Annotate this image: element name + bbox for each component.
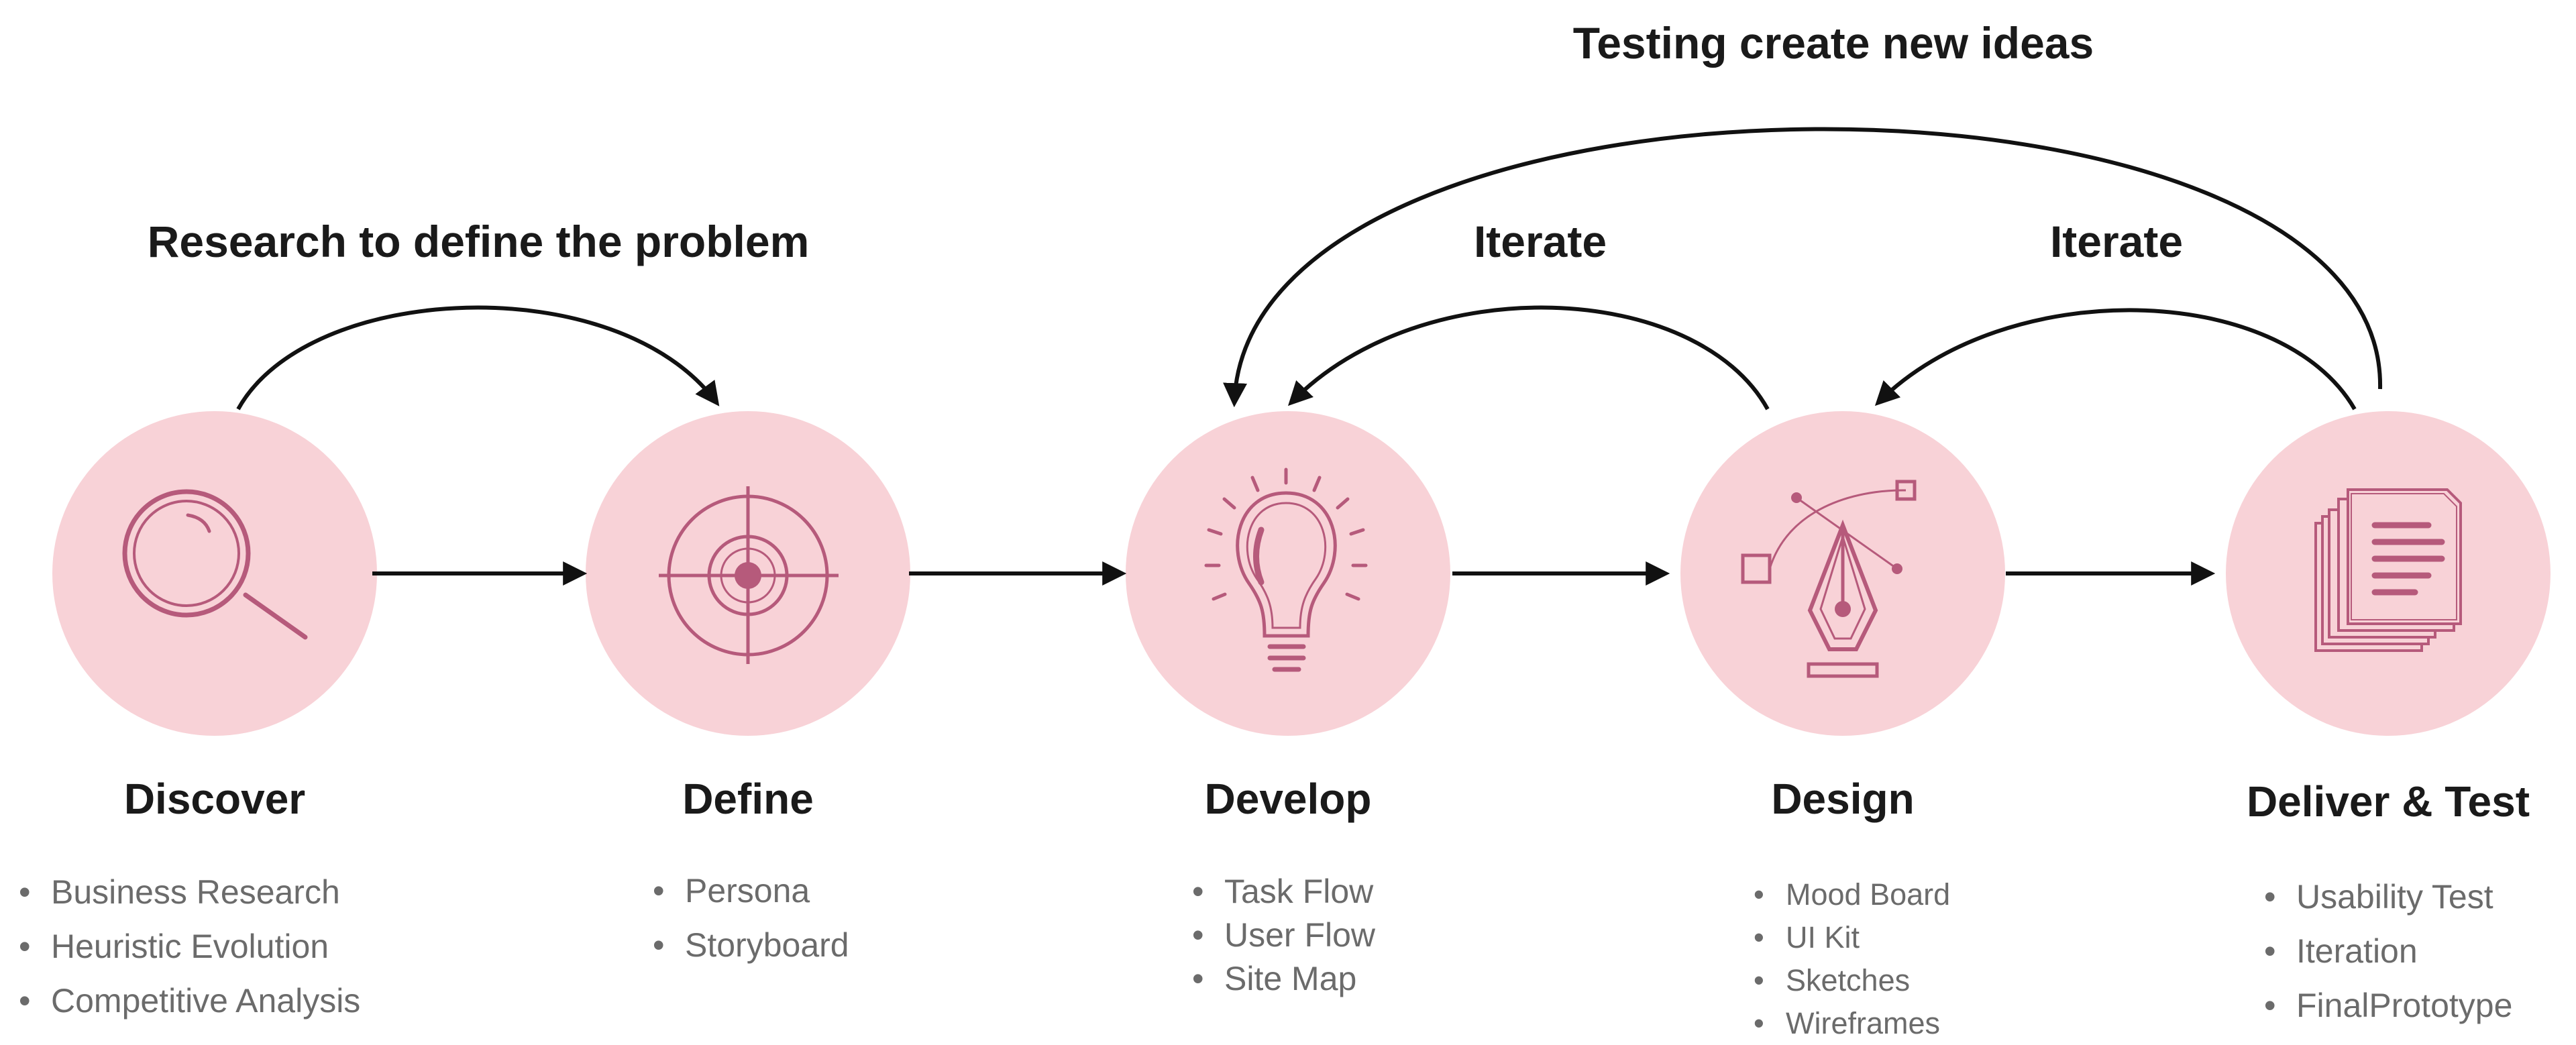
stage-title-design: Design <box>1771 775 1915 823</box>
develop-circle <box>1126 411 1450 736</box>
list-item: Site Map <box>1192 957 1375 1001</box>
pen-tool-icon <box>1741 480 1917 678</box>
develop-items: Task Flow User Flow Site Map <box>1192 870 1375 1001</box>
list-item: Task Flow <box>1192 870 1375 914</box>
list-item: Competitive Analysis <box>19 974 360 1028</box>
testing-label: Testing create new ideas <box>1572 18 2094 68</box>
feedback-arrows <box>236 127 2383 410</box>
list-item: Mood Board <box>1754 873 1950 916</box>
iterate-right-label: Iterate <box>2049 217 2184 266</box>
list-item: User Flow <box>1192 914 1375 957</box>
iterate-left-arc <box>1287 305 1770 410</box>
testing-arc <box>1223 127 2383 408</box>
deliver-items: Usability Test Iteration FinalPrototype <box>2264 870 2512 1033</box>
list-item: Heuristic Evolution <box>19 920 360 974</box>
stage-title-define: Define <box>682 775 814 823</box>
research-label: Research to define the problem <box>147 217 810 266</box>
list-item: Storyboard <box>653 918 849 973</box>
discover-circle <box>52 411 377 736</box>
stage-title-deliver: Deliver & Test <box>2246 777 2530 826</box>
list-item: FinalPrototype <box>2264 979 2512 1033</box>
discover-items: Business Research Heuristic Evolution Co… <box>19 865 360 1028</box>
define-items: Persona Storyboard <box>653 864 849 973</box>
iterate-left-label: Iterate <box>1473 217 1607 266</box>
stage-title-develop: Develop <box>1204 775 1372 823</box>
list-item: Wireframes <box>1754 1002 1950 1045</box>
stage-title-discover: Discover <box>123 775 306 823</box>
list-item: Business Research <box>19 865 360 920</box>
research-arc <box>236 305 720 410</box>
iterate-right-arc <box>1874 308 2357 410</box>
design-items: Mood Board UI Kit Sketches Wireframes <box>1754 873 1950 1045</box>
documents-icon <box>2314 488 2462 652</box>
list-item: Persona <box>653 864 849 918</box>
list-item: Iteration <box>2264 924 2512 979</box>
list-item: Sketches <box>1754 959 1950 1002</box>
target-icon <box>659 486 839 664</box>
lightbulb-icon <box>1204 468 1368 672</box>
list-item: Usability Test <box>2264 870 2512 924</box>
list-item: UI Kit <box>1754 916 1950 959</box>
magnifier-icon <box>122 489 308 640</box>
